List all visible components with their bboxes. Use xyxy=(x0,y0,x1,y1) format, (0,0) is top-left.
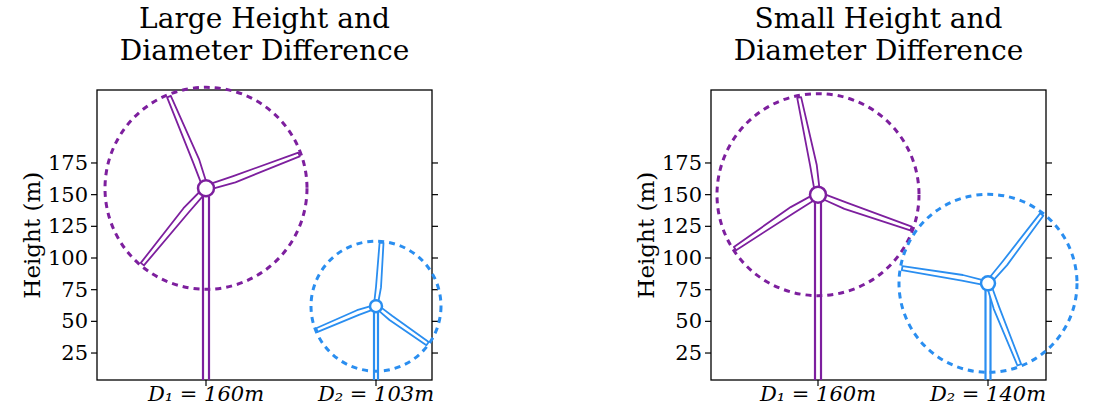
tower-line xyxy=(984,290,986,380)
hub-circle xyxy=(370,300,382,312)
blade xyxy=(988,288,1021,366)
diameter-label: D₂ = 140m xyxy=(930,382,1046,406)
tick-label: 150 xyxy=(48,183,88,207)
tick-mark xyxy=(432,352,438,353)
blade xyxy=(211,153,300,189)
rotor-circle xyxy=(311,241,441,371)
wind-turbine xyxy=(899,194,1077,380)
rotor-circle xyxy=(105,87,307,289)
tick-mark xyxy=(1046,321,1052,322)
tick-mark xyxy=(91,321,97,322)
tick-mark xyxy=(432,194,438,195)
wind-turbine xyxy=(311,241,441,380)
rotor-circle xyxy=(717,94,919,296)
diameter-label: D₁ = 160m xyxy=(760,382,876,406)
tick-mark xyxy=(1046,194,1052,195)
tower-line xyxy=(814,203,816,380)
blade xyxy=(316,306,372,332)
tick-mark xyxy=(91,226,97,227)
tick-mark xyxy=(91,194,97,195)
tick-mark xyxy=(705,226,711,227)
tick-mark xyxy=(1046,226,1052,227)
tick-mark xyxy=(1046,162,1052,163)
subplot-title: Small Height and Diameter Difference xyxy=(709,3,1049,67)
tower-line xyxy=(208,196,210,380)
tick-mark xyxy=(91,289,97,290)
tick-label: 75 xyxy=(61,278,88,302)
tick-label: 100 xyxy=(48,246,88,270)
tower-line xyxy=(820,203,822,380)
tick-mark xyxy=(432,289,438,290)
axes-frame xyxy=(97,90,432,380)
blade xyxy=(902,266,983,284)
blade xyxy=(379,307,429,345)
tick-label: 50 xyxy=(61,309,88,333)
tick-mark xyxy=(1046,257,1052,258)
tick-mark xyxy=(1046,352,1052,353)
axis-label: Height (m) xyxy=(633,172,659,299)
wind-turbine xyxy=(717,94,919,380)
tick-mark xyxy=(91,257,97,258)
diameter-label: D₁ = 160m xyxy=(148,382,264,406)
hub-circle xyxy=(981,276,995,290)
tick-label: 100 xyxy=(662,246,702,270)
tick-label: 25 xyxy=(61,341,88,365)
blade xyxy=(990,213,1044,280)
tick-mark xyxy=(705,257,711,258)
blade xyxy=(167,96,206,184)
tick-mark xyxy=(1046,289,1052,290)
tick-mark xyxy=(705,289,711,290)
blade xyxy=(797,97,819,189)
tower-line xyxy=(373,312,375,380)
hub-circle xyxy=(198,180,214,196)
subplot-title: Large Height and Diameter Difference xyxy=(95,3,435,67)
hub-circle xyxy=(810,187,826,203)
tick-mark xyxy=(705,321,711,322)
tick-label: 50 xyxy=(675,309,702,333)
tick-label: 175 xyxy=(662,151,702,175)
blade xyxy=(734,196,814,250)
tick-mark xyxy=(91,352,97,353)
diameter-label: D₂ = 103m xyxy=(318,382,434,406)
tick-mark xyxy=(432,162,438,163)
tower-line xyxy=(202,196,204,380)
wind-turbine xyxy=(105,87,307,380)
tick-mark xyxy=(432,226,438,227)
tick-mark xyxy=(432,257,438,258)
blade xyxy=(141,192,204,266)
tick-label: 150 xyxy=(662,183,702,207)
tick-label: 125 xyxy=(48,214,88,238)
tick-label: 175 xyxy=(48,151,88,175)
tick-label: 75 xyxy=(675,278,702,302)
blade xyxy=(823,194,912,230)
tower-line xyxy=(377,312,379,380)
tick-mark xyxy=(705,194,711,195)
tick-label: 25 xyxy=(675,341,702,365)
rotor-circle xyxy=(899,194,1077,372)
blade xyxy=(374,243,383,302)
tick-mark xyxy=(91,162,97,163)
tick-mark xyxy=(705,162,711,163)
axes-frame xyxy=(711,90,1046,380)
tick-mark xyxy=(705,352,711,353)
tick-label: 125 xyxy=(662,214,702,238)
axis-label: Height (m) xyxy=(19,172,45,299)
tick-mark xyxy=(432,321,438,322)
